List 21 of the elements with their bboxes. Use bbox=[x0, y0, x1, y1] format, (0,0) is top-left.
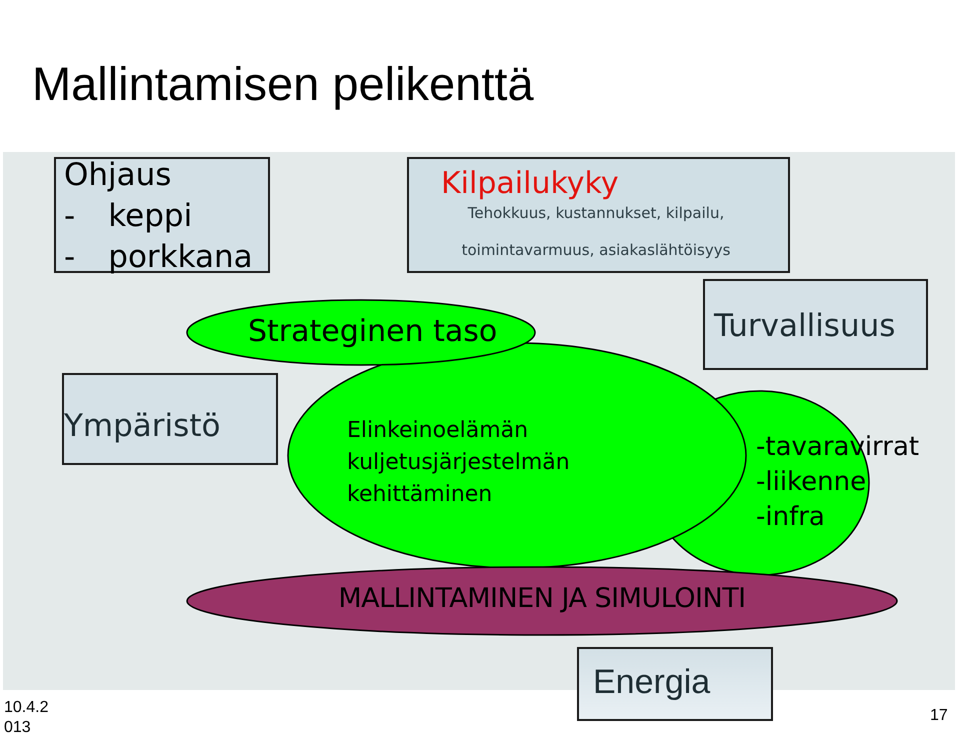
ellipse-label: MALLINTAMINEN JA SIMULOINTI bbox=[337, 583, 747, 615]
list-item: - porkkana bbox=[64, 239, 253, 275]
page-number: 17 bbox=[930, 706, 948, 726]
panel-heading: Ohjaus bbox=[64, 157, 172, 193]
topic-panel bbox=[703, 279, 928, 370]
panel-heading: Turvallisuus bbox=[714, 308, 896, 344]
topic-panel bbox=[54, 157, 270, 273]
ellipse-label: Strateginen taso bbox=[248, 314, 498, 349]
panel-heading: Ympäristö bbox=[64, 408, 220, 444]
ellipse-label: Elinkeinoelämän kuljetusjärjestelmän kehittäminen bbox=[347, 417, 570, 509]
list-item: -infra bbox=[756, 502, 825, 532]
panel-heading: Kilpailukyky bbox=[441, 166, 619, 201]
list-item: - keppi bbox=[64, 198, 192, 234]
description-text: Tehokkuus, kustannukset, kilpailu, toimintavarmuus, asiakaslähtöisyys bbox=[460, 203, 732, 261]
topic-panel bbox=[577, 647, 773, 721]
topic-panel bbox=[62, 373, 278, 465]
topic-panel bbox=[407, 157, 790, 273]
date-label: 10.4.2013 bbox=[4, 698, 50, 738]
slide-title: Mallintamisen pelikenttä bbox=[32, 56, 534, 112]
list-item: -liikenne bbox=[756, 467, 866, 497]
panel-heading: Energia bbox=[593, 662, 710, 702]
